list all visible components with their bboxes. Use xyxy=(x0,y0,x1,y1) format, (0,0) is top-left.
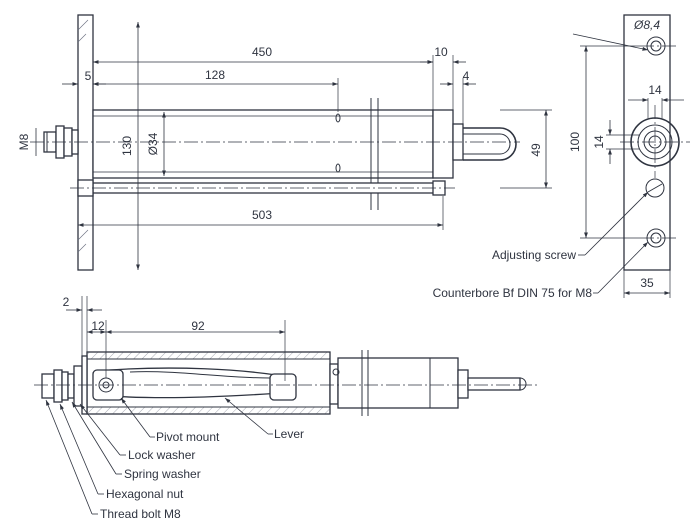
callout-lock-washer: Lock washer xyxy=(128,448,195,462)
callout-hexagonal-nut: Hexagonal nut xyxy=(106,487,184,501)
mounting-plate xyxy=(77,14,94,271)
callout-pivot-mount: Pivot mount xyxy=(156,430,220,444)
dim-5: 5 xyxy=(85,69,92,83)
callout-spring-washer: Spring washer xyxy=(124,467,201,481)
dim-14-horizontal: 14 xyxy=(648,83,662,97)
dim-130: 130 xyxy=(120,136,134,156)
dim-12: 12 xyxy=(91,319,105,333)
cylinder-body xyxy=(92,109,434,179)
section-view: 2 12 92 Pivot mount Lever Lock washer Sp… xyxy=(34,295,540,521)
dim-2: 2 xyxy=(63,295,70,309)
dim-m8: M8 xyxy=(17,133,31,150)
dim-10: 10 xyxy=(434,45,448,59)
callout-adjusting-screw: Adjusting screw xyxy=(492,248,576,262)
callout-lever: Lever xyxy=(274,427,304,441)
callout-counterbore: Counterbore Bf DIN 75 for M8 xyxy=(433,286,593,300)
dim-92: 92 xyxy=(191,319,205,333)
dim-phi8-4: Ø8,4 xyxy=(633,18,660,32)
front-view: 450 128 10 4 5 M8 130 Ø34 49 xyxy=(17,14,552,271)
dim-450: 450 xyxy=(252,45,272,59)
dim-128: 128 xyxy=(205,68,225,82)
dim-phi34: Ø34 xyxy=(146,132,160,155)
dim-14-vertical: 14 xyxy=(592,135,606,149)
dim-100: 100 xyxy=(568,132,582,152)
dim-35: 35 xyxy=(640,276,654,290)
dim-4: 4 xyxy=(463,69,470,83)
side-view: Ø8,4 100 14 14 35 Adjusting screw Counte… xyxy=(433,14,690,300)
dim-49: 49 xyxy=(529,143,543,157)
dim-503: 503 xyxy=(252,208,272,222)
callout-thread-bolt: Thread bolt M8 xyxy=(100,507,181,521)
